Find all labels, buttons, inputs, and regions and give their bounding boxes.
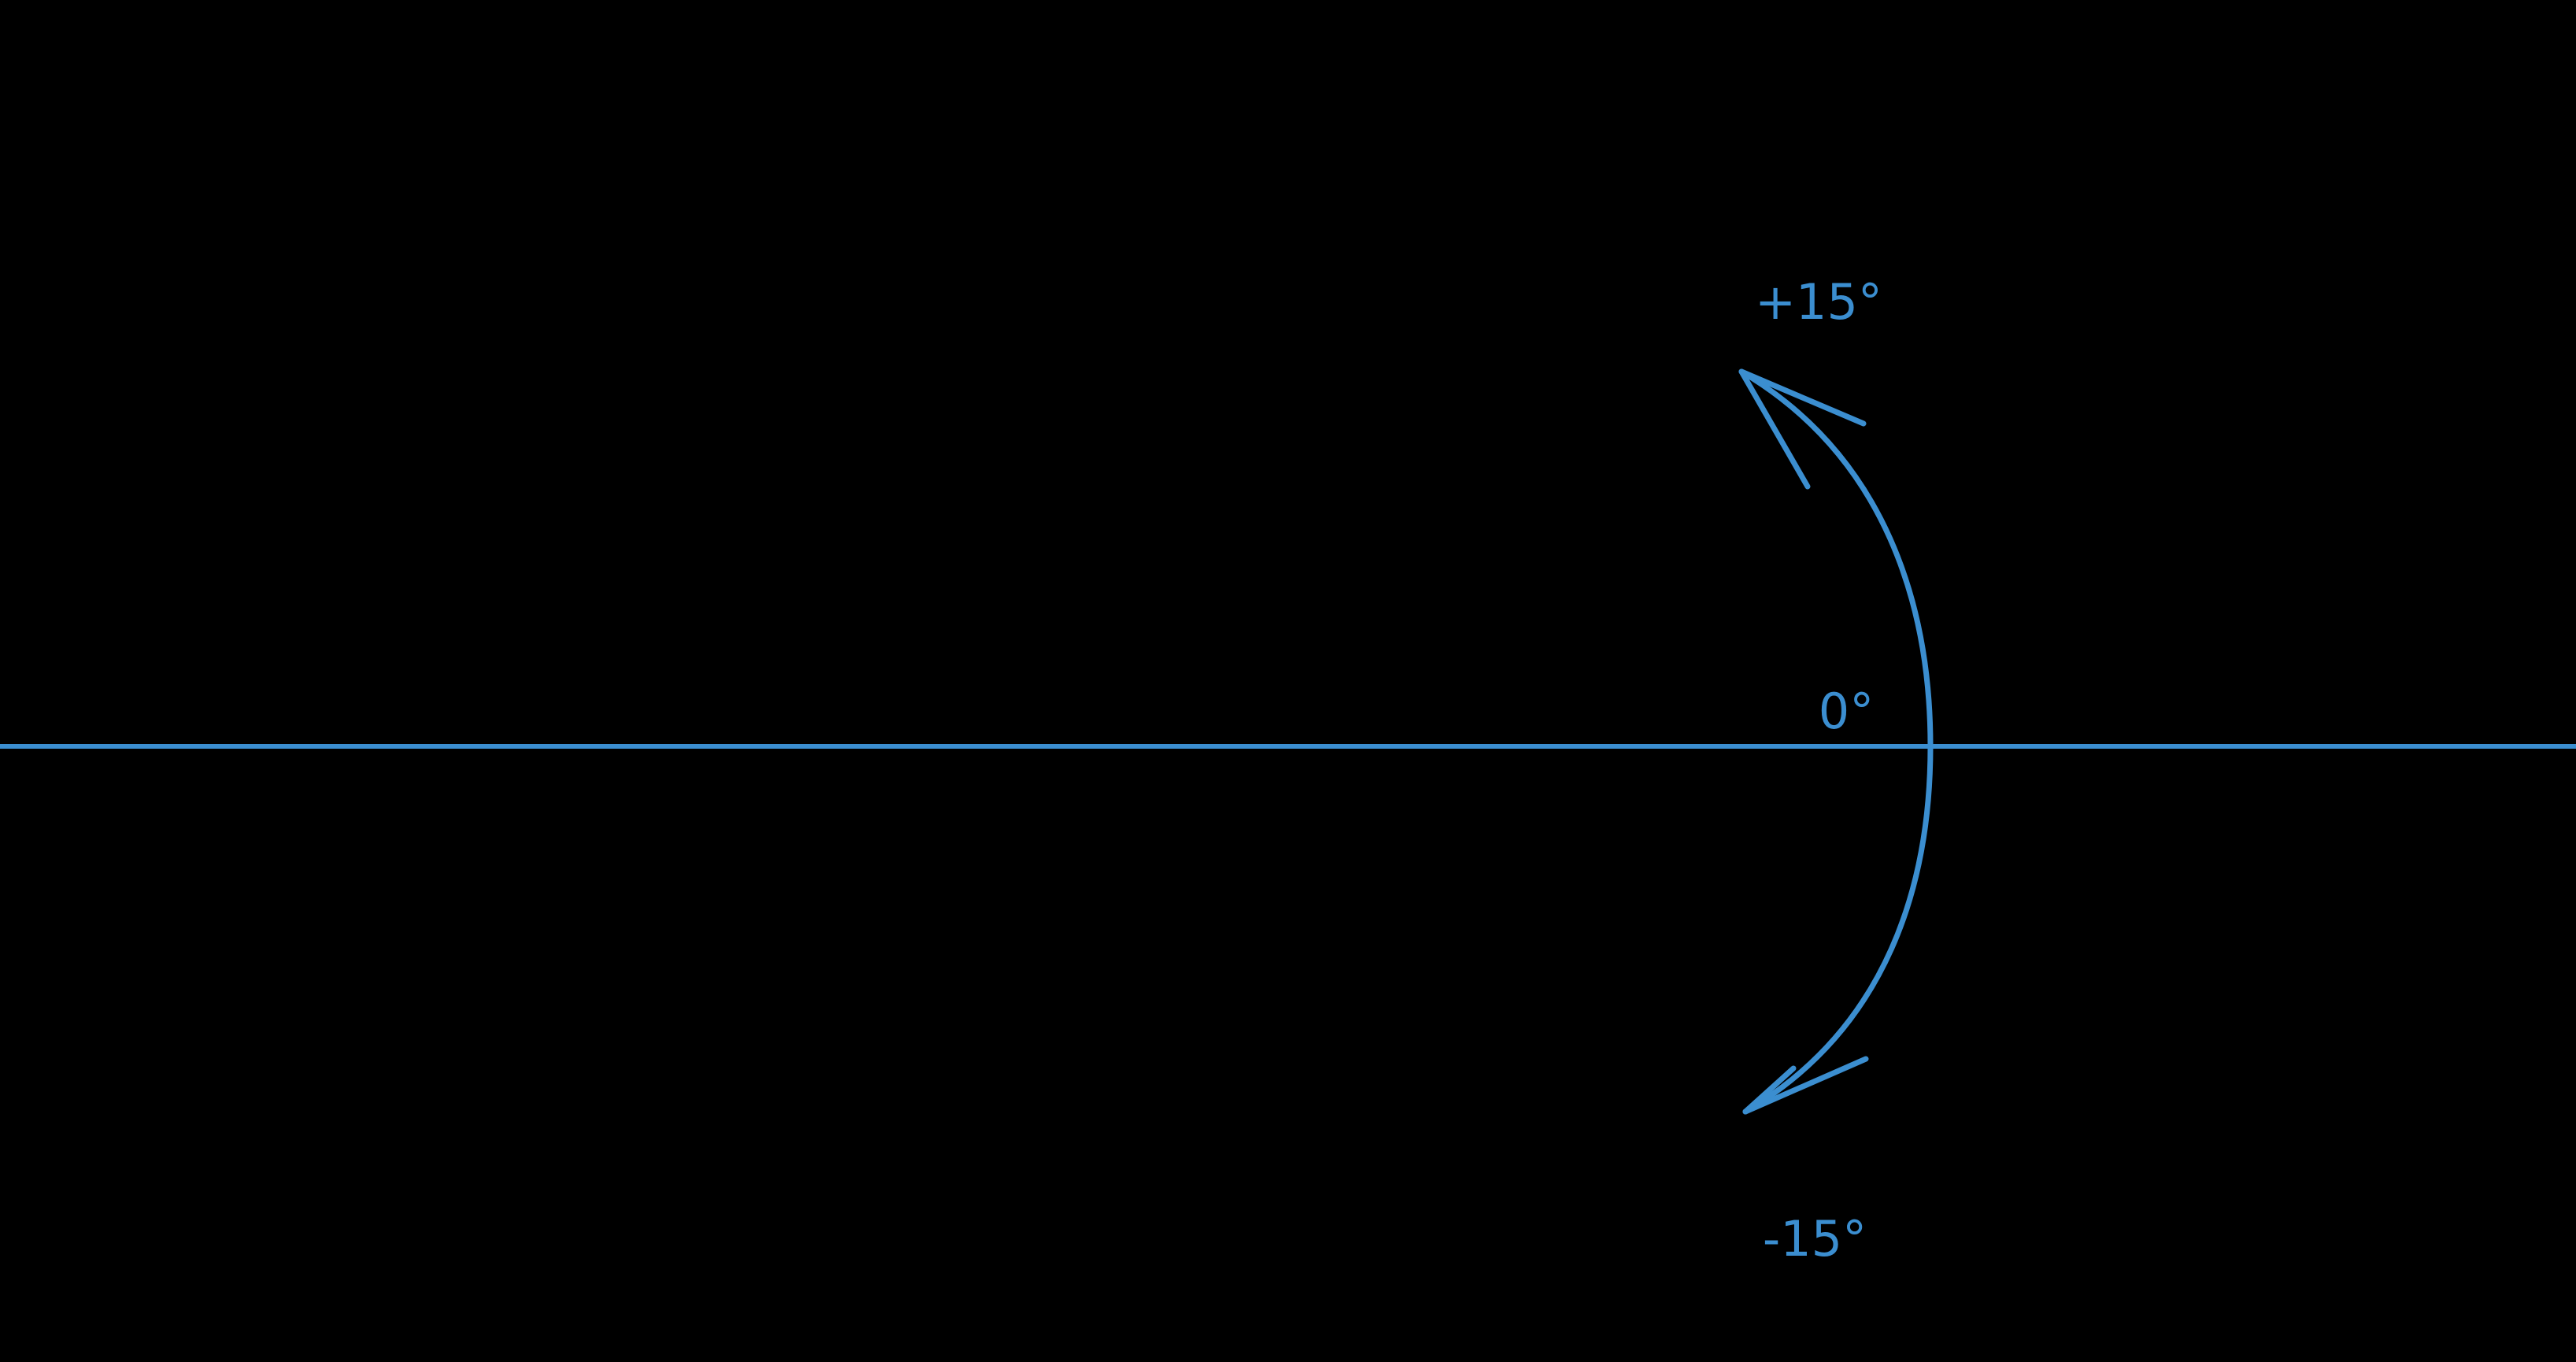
arrowhead-down-barb-inner	[1742, 1065, 1797, 1115]
arrowhead-down-icon	[1742, 1056, 1869, 1115]
arrowhead-up-icon	[1738, 368, 1867, 490]
arrowhead-down-barb-outer	[1742, 1056, 1869, 1115]
label-positive-limit: +15°	[1755, 273, 1882, 331]
sweep-arc	[1738, 368, 1934, 1115]
arrowhead-up-barb-outer	[1738, 368, 1867, 427]
label-neutral: 0°	[1819, 683, 1874, 740]
label-negative-limit: -15°	[1763, 1210, 1867, 1268]
arrowhead-up-barb-inner	[1738, 368, 1811, 490]
